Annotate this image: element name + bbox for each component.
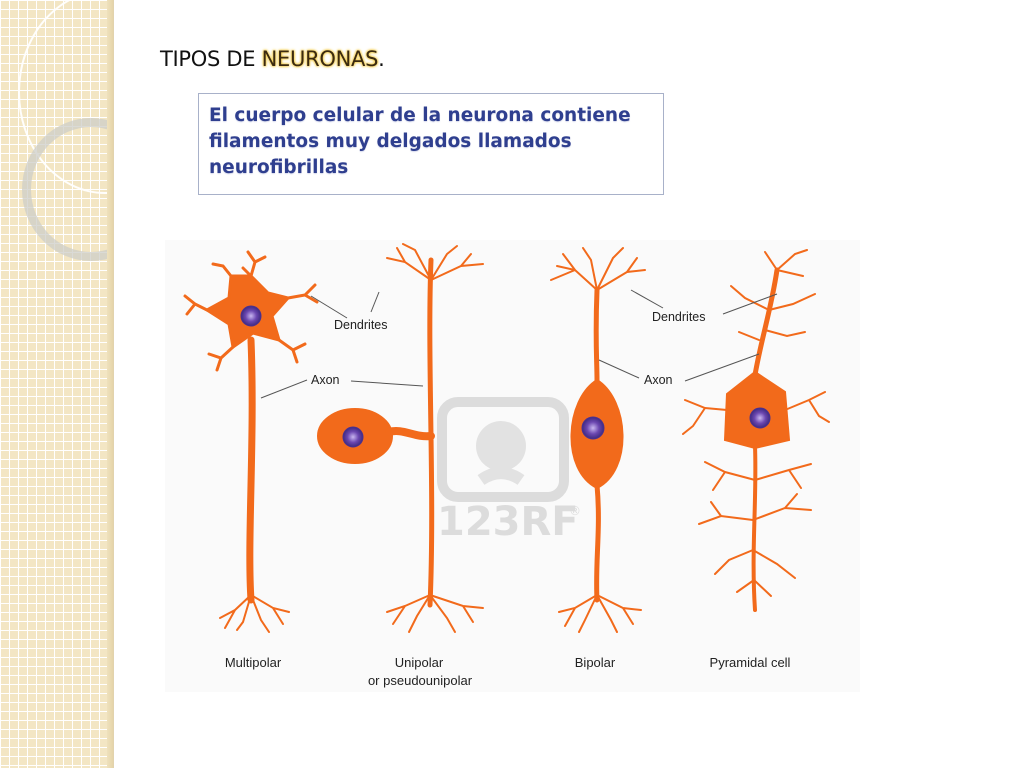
body-text: El cuerpo celular de la neurona contiene… bbox=[209, 105, 631, 178]
body-text-box: El cuerpo celular de la neurona contiene… bbox=[198, 93, 664, 195]
unipolar-neuron bbox=[317, 243, 484, 633]
pyramidal-neuron bbox=[682, 249, 830, 612]
caption-unipolar: Unipolar bbox=[395, 655, 444, 670]
label-dendrites-left: Dendrites bbox=[334, 318, 388, 332]
neuron-types-figure: 123RF ® bbox=[165, 240, 860, 692]
caption-bipolar: Bipolar bbox=[575, 655, 616, 670]
watermark-logo bbox=[437, 397, 569, 502]
label-dendrites-right: Dendrites bbox=[652, 310, 706, 324]
title-highlight: NEURONAS bbox=[261, 47, 379, 71]
caption-multipolar: Multipolar bbox=[225, 655, 282, 670]
label-axon-left: Axon bbox=[311, 373, 340, 387]
caption-pyramidal: Pyramidal cell bbox=[710, 655, 791, 670]
decorative-ring bbox=[22, 118, 113, 261]
caption-unipolar-alt: or pseudounipolar bbox=[368, 673, 473, 688]
multipolar-neuron bbox=[183, 250, 319, 633]
decorative-sidebar bbox=[0, 0, 114, 768]
watermark-text: 123RF bbox=[437, 499, 579, 545]
label-leader-lines bbox=[260, 289, 778, 399]
neuron-types-diagram: 123RF ® bbox=[183, 243, 830, 688]
slide-title: TIPOS DE NEURONAS. bbox=[160, 47, 385, 71]
title-suffix: . bbox=[378, 47, 385, 71]
watermark-mark: ® bbox=[569, 504, 581, 518]
title-prefix: TIPOS DE bbox=[160, 47, 262, 71]
bipolar-neuron bbox=[550, 247, 646, 633]
sidebar-edge bbox=[107, 0, 113, 768]
label-axon-right: Axon bbox=[644, 373, 673, 387]
